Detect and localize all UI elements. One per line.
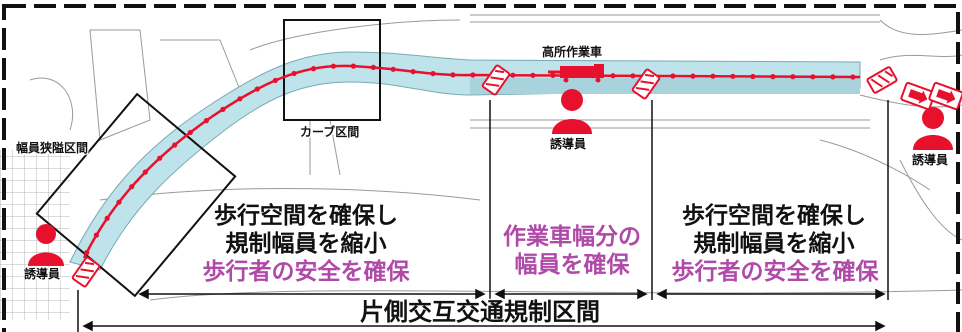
barrier-icon	[866, 66, 898, 94]
barrier-icon	[71, 256, 101, 288]
map-background	[0, 14, 962, 320]
dimension-arrows	[82, 288, 886, 332]
footer-title: 片側交互交通規制区間	[360, 298, 600, 326]
regulation-dot	[330, 63, 336, 69]
regulation-dot	[810, 74, 816, 80]
center-section-line1: 作業車幅分の	[503, 224, 641, 250]
right-section-line3: 歩行者の安全を確保	[671, 259, 879, 285]
regulation-dot	[530, 72, 536, 78]
regulation-dot	[272, 77, 278, 83]
guide-label-center: 誘導員	[550, 137, 587, 151]
regulation-dot	[850, 74, 856, 80]
regulation-dot	[172, 142, 178, 148]
regulation-dot	[187, 129, 193, 136]
regulation-dot	[157, 155, 163, 161]
regulation-dot	[430, 71, 436, 77]
regulation-dot	[550, 72, 556, 78]
left-section-line2: 規制幅員を縮小	[225, 231, 387, 257]
regulation-dot	[310, 66, 317, 72]
arrow-icon	[928, 81, 962, 111]
regulation-dot	[237, 96, 243, 102]
regulation-dot	[690, 73, 696, 79]
barrier-icon	[631, 68, 661, 100]
guide-label-right: 誘導員	[912, 153, 949, 167]
regulation-dot	[630, 73, 636, 79]
aerial-work-vehicle-label: 高所作業車	[542, 45, 603, 59]
section-dividers	[77, 100, 889, 332]
left-section-line1: 歩行空間を確保し	[214, 203, 398, 229]
regulation-dot	[750, 73, 756, 80]
curve-section-label: カーブ区間	[300, 125, 360, 139]
regulation-dot	[510, 72, 516, 78]
regulation-dot	[770, 74, 776, 80]
regulation-dot	[730, 73, 736, 79]
regulation-dot	[370, 64, 376, 70]
barrier-icon	[481, 64, 511, 96]
regulation-dot	[830, 74, 836, 80]
road-band	[69, 51, 861, 271]
person-icon	[552, 89, 592, 134]
regulation-dot	[254, 86, 260, 92]
person-icon	[913, 107, 953, 150]
center-section-line2: 幅員を確保	[514, 252, 630, 278]
regulation-dot	[350, 63, 356, 69]
curve-section-box	[283, 19, 381, 121]
regulation-dot	[220, 106, 226, 112]
regulation-dot	[710, 73, 716, 79]
guide-label-left: 誘導員	[24, 267, 61, 281]
regulation-dot	[203, 118, 209, 124]
regulation-dot	[93, 232, 99, 238]
regulation-dot	[142, 169, 148, 175]
regulation-dot	[291, 70, 297, 77]
regulation-dot	[410, 69, 416, 75]
regulation-dot	[790, 74, 796, 80]
regulation-dot	[390, 66, 396, 72]
truck-icon	[548, 64, 604, 83]
regulation-dot	[104, 215, 110, 221]
road-lane-lower	[470, 78, 860, 94]
regulation-dot	[670, 73, 676, 79]
right-section-line2: 規制幅員を縮小	[693, 231, 855, 257]
narrow-section-label: 幅員狭隘区間	[16, 141, 89, 155]
left-section-line3: 歩行者の安全を確保	[202, 259, 410, 285]
person-icon	[28, 224, 64, 266]
regulation-dot	[610, 73, 616, 79]
right-section-line1: 歩行空間を確保し	[682, 203, 866, 229]
regulation-dot	[450, 72, 456, 78]
regulation-dot	[470, 72, 476, 78]
dashed-frame	[2, 4, 960, 332]
arrow-icon	[900, 81, 936, 111]
regulation-dot	[84, 250, 90, 256]
regulation-dot	[129, 184, 135, 190]
left-grid-area	[0, 150, 70, 320]
regulation-dot	[116, 199, 122, 205]
